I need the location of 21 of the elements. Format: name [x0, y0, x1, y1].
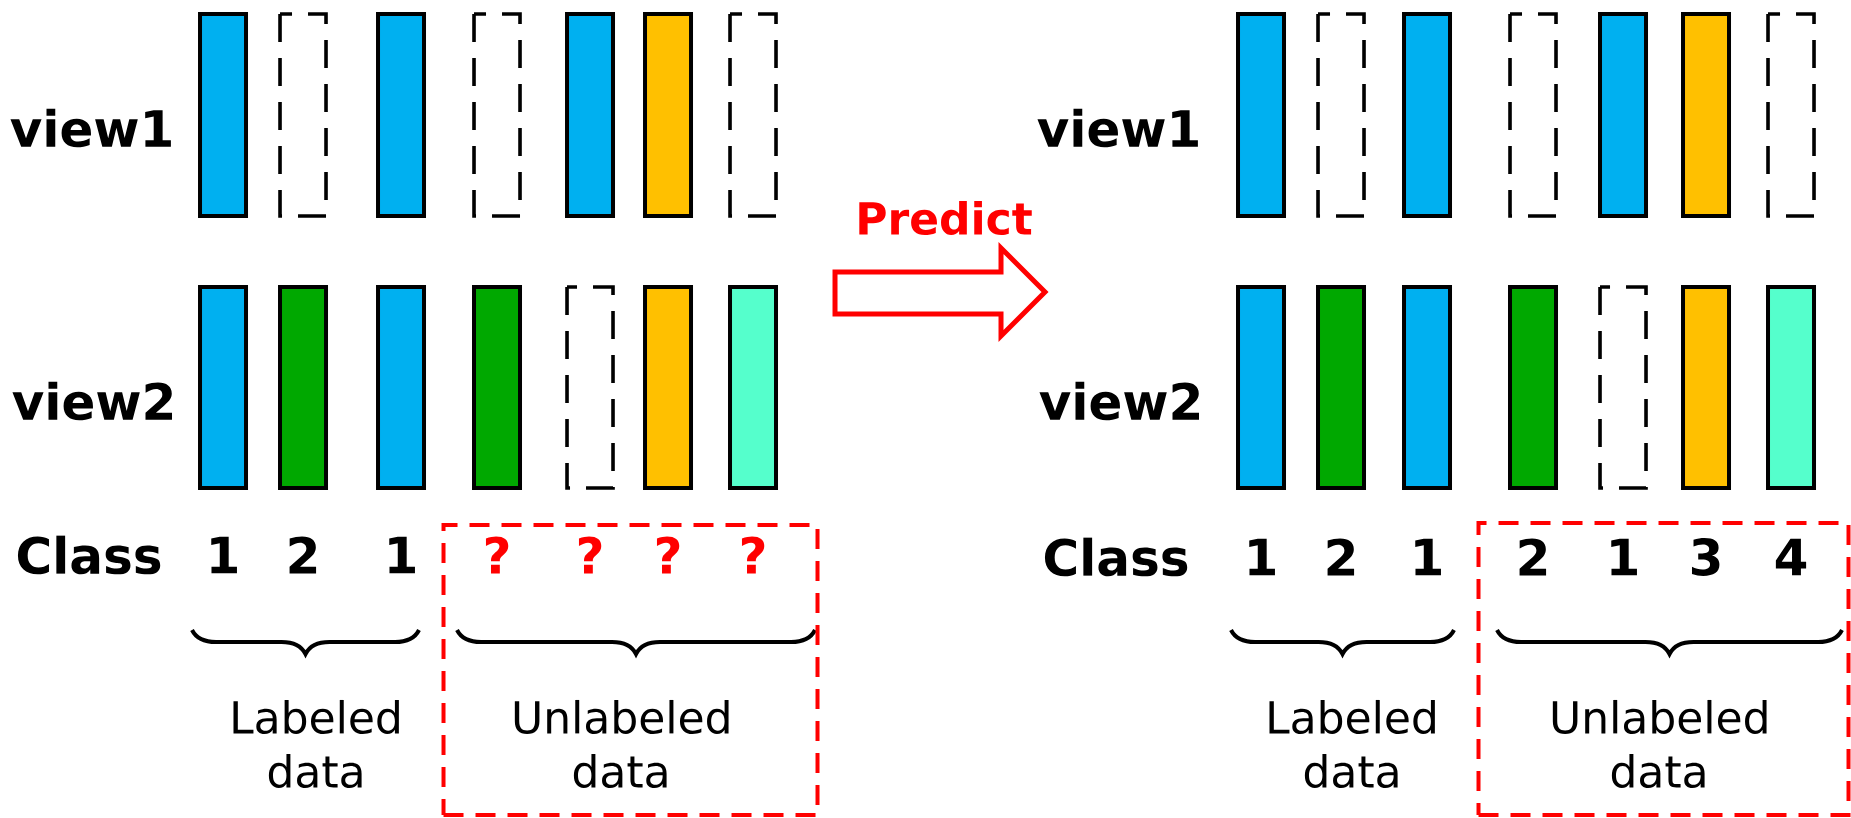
row-label: view2 [1039, 381, 1199, 421]
class-number: 1 [1611, 538, 1637, 576]
node-label: Predict [859, 200, 1032, 236]
class-number: 4 [1775, 538, 1807, 576]
row-label: view2 [12, 381, 172, 421]
class-number: ? [485, 536, 509, 574]
caption-text: Labeled data [1269, 699, 1435, 788]
class-number: ? [656, 536, 680, 574]
class-number: 2 [1327, 538, 1355, 576]
row-label: view1 [10, 108, 171, 148]
class-number: 1 [1249, 538, 1275, 576]
row-label: Class [1044, 537, 1188, 577]
row-label: Class [17, 535, 161, 575]
class-number: ? [741, 536, 765, 574]
class-number: 1 [211, 536, 237, 574]
row-label: view1 [1037, 108, 1198, 148]
class-number: 2 [289, 536, 317, 574]
caption-text: Labeled data [233, 699, 399, 788]
class-number: ? [578, 536, 602, 574]
class-number: 3 [1691, 538, 1720, 576]
class-number: 2 [1519, 538, 1547, 576]
